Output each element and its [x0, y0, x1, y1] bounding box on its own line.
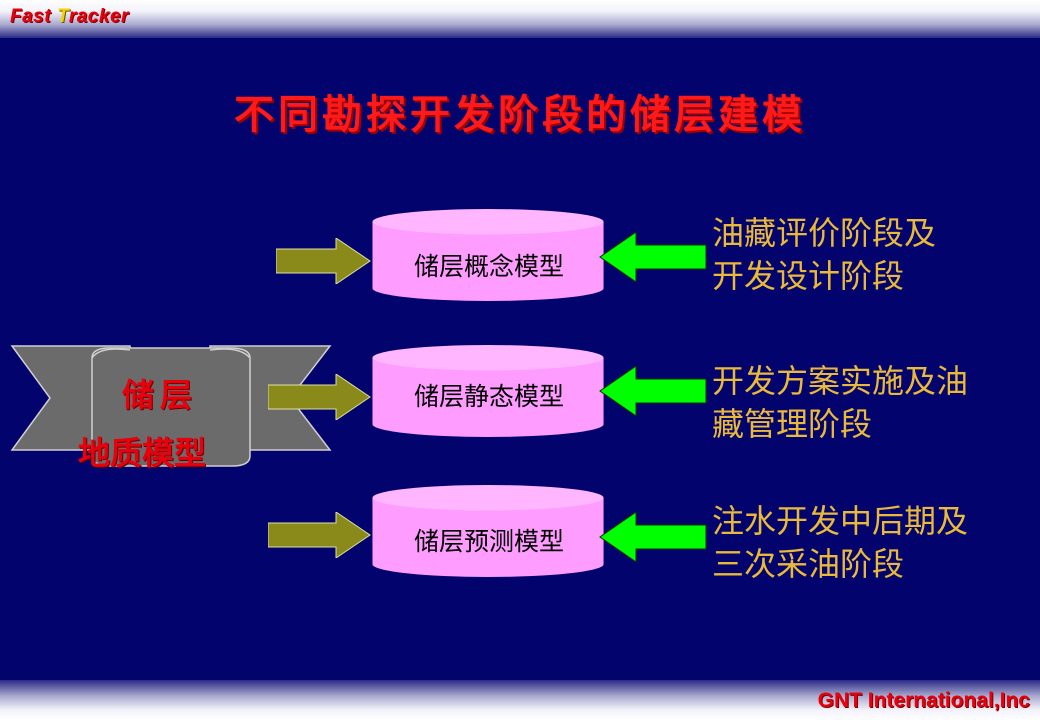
model-label-1: 储层概念模型	[413, 252, 564, 281]
scroll-line1: 储层	[122, 376, 199, 414]
scroll-line2: 地质模型	[78, 434, 207, 472]
stage-1-line1: 油藏评价阶段及	[712, 214, 937, 252]
cylinder-2	[372, 344, 604, 438]
header-bar	[0, 0, 1040, 38]
stage-text-1: 油藏评价阶段及 开发设计阶段	[712, 212, 936, 298]
olive-arrow-3	[268, 512, 371, 558]
cylinder-1	[372, 208, 604, 302]
footer-bar	[0, 680, 1040, 720]
stage-3-line2: 三次采油阶段	[712, 545, 905, 583]
green-arrow-1	[599, 232, 707, 282]
brand-t: T	[57, 6, 69, 27]
footer-brand: GNT International,Inc	[817, 689, 1030, 712]
olive-arrow-1	[276, 238, 371, 284]
stage-1-line2: 开发设计阶段	[712, 257, 905, 295]
stage-2-line1: 开发方案实施及油	[712, 362, 969, 400]
model-label-3: 储层预测模型	[413, 527, 564, 556]
brand-racker: racker	[68, 6, 129, 27]
stage-2-line2: 藏管理阶段	[712, 405, 873, 443]
scroll-panel	[91, 347, 251, 467]
model-label-2: 储层静态模型	[413, 382, 564, 411]
green-arrow-2	[599, 366, 707, 416]
scroll-shape	[10, 345, 332, 467]
cylinder-3	[372, 484, 604, 578]
brand-fast: Fast	[10, 6, 52, 27]
stage-3-line1: 注水开发中后期及	[712, 502, 969, 540]
scroll-curl-right	[209, 348, 251, 359]
slide-title: 不同勘探开发阶段的储层建模	[234, 92, 806, 138]
stage-text-2: 开发方案实施及油 藏管理阶段	[712, 360, 968, 446]
stage-text-3: 注水开发中后期及 三次采油阶段	[712, 500, 968, 586]
scroll-curl-left	[91, 348, 131, 359]
olive-arrow-2	[268, 374, 371, 420]
green-arrow-3	[599, 512, 707, 562]
